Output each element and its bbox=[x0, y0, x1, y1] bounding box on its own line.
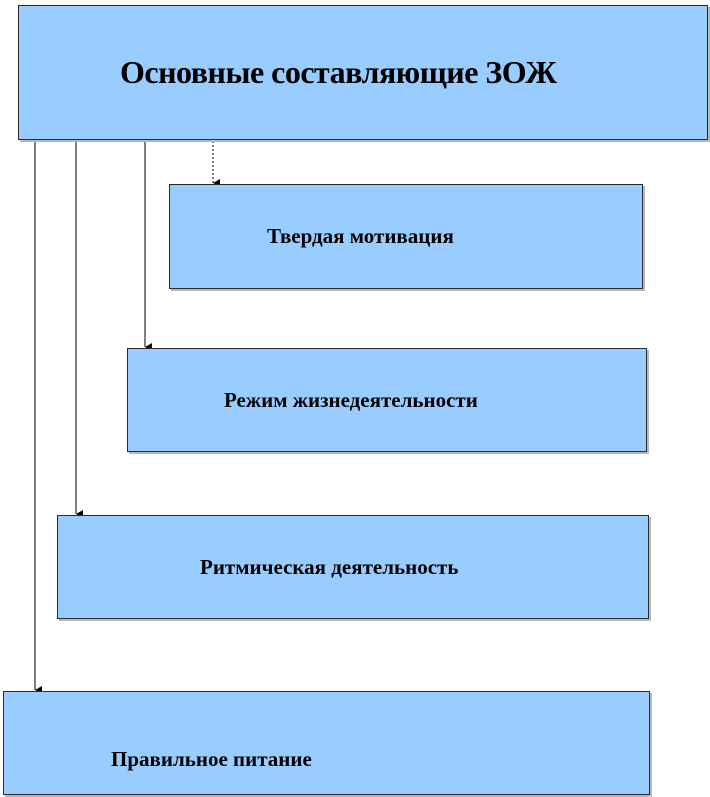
root-node-label: Основные составляющие ЗОЖ bbox=[120, 54, 557, 90]
root-node: Основные составляющие ЗОЖ bbox=[18, 5, 708, 140]
node-label: Правильное питание bbox=[111, 747, 312, 771]
node-rhythmic-activity: Ритмическая деятельность bbox=[57, 515, 649, 619]
node-motivation: Твердая мотивация bbox=[169, 184, 643, 289]
node-proper-nutrition: Правильное питание bbox=[3, 691, 650, 795]
node-label: Режим жизнедеятельности bbox=[224, 387, 478, 412]
node-label: Ритмическая деятельность bbox=[200, 554, 459, 579]
node-daily-regime: Режим жизнедеятельности bbox=[127, 348, 647, 452]
node-label: Твердая мотивация bbox=[267, 224, 454, 248]
